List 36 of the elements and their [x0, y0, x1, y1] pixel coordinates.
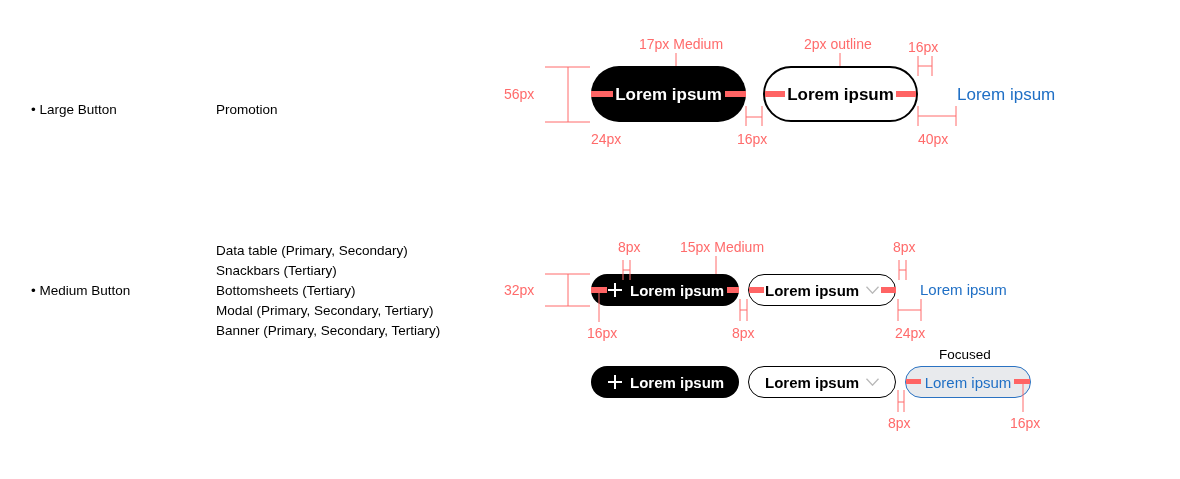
section-heading: • Medium Button: [31, 284, 131, 298]
secondary-button: Lorem ipsum: [748, 274, 896, 306]
tertiary-action-text: Lorem ipsum: [920, 282, 1007, 297]
annotation-text: 17px Medium: [639, 37, 724, 51]
leader-line: [715, 255, 717, 275]
primary-button: Lorem ipsum: [591, 66, 746, 122]
tertiary-action-text: Lorem ipsum: [957, 86, 1056, 103]
dimension-label: 16px: [908, 40, 939, 54]
annotation-text: 15px Medium: [680, 240, 765, 254]
dimension-label: 16px: [737, 132, 768, 146]
annotation-text: 2px outline: [804, 37, 872, 51]
usage-text: Data table (Primary, Secondary): [216, 244, 408, 258]
usage-text: Banner (Primary, Secondary, Tertiary): [216, 324, 441, 338]
usage-text: Promotion: [216, 103, 278, 117]
dimension-label: 56px: [504, 87, 535, 101]
leader-line: [839, 52, 841, 67]
dimension-label: 16px: [1010, 416, 1041, 430]
dimension-label: 8px: [618, 240, 641, 254]
usage-text: Bottomsheets (Tertiary): [216, 284, 356, 298]
dimension-label: 8px: [893, 240, 916, 254]
primary-button: Lorem ipsum: [591, 274, 739, 306]
dimension-label: 24px: [895, 326, 926, 340]
focused-button: Lorem ipsum: [905, 366, 1031, 398]
dimension-label: 8px: [732, 326, 755, 340]
leader-line: [675, 52, 677, 67]
secondary-button: Lorem ipsum: [748, 366, 896, 398]
primary-button: Lorem ipsum: [591, 366, 739, 398]
state-label: Focused: [939, 348, 991, 362]
dimension-label: 16px: [587, 326, 618, 340]
section-heading: • Large Button: [31, 103, 117, 117]
usage-text: Snackbars (Tertiary): [216, 264, 337, 278]
usage-text: Modal (Primary, Secondary, Tertiary): [216, 304, 434, 318]
secondary-button: Lorem ipsum: [763, 66, 918, 122]
dimension-label: 40px: [918, 132, 949, 146]
dimension-label: 8px: [888, 416, 911, 430]
dimension-label: 32px: [504, 283, 535, 297]
